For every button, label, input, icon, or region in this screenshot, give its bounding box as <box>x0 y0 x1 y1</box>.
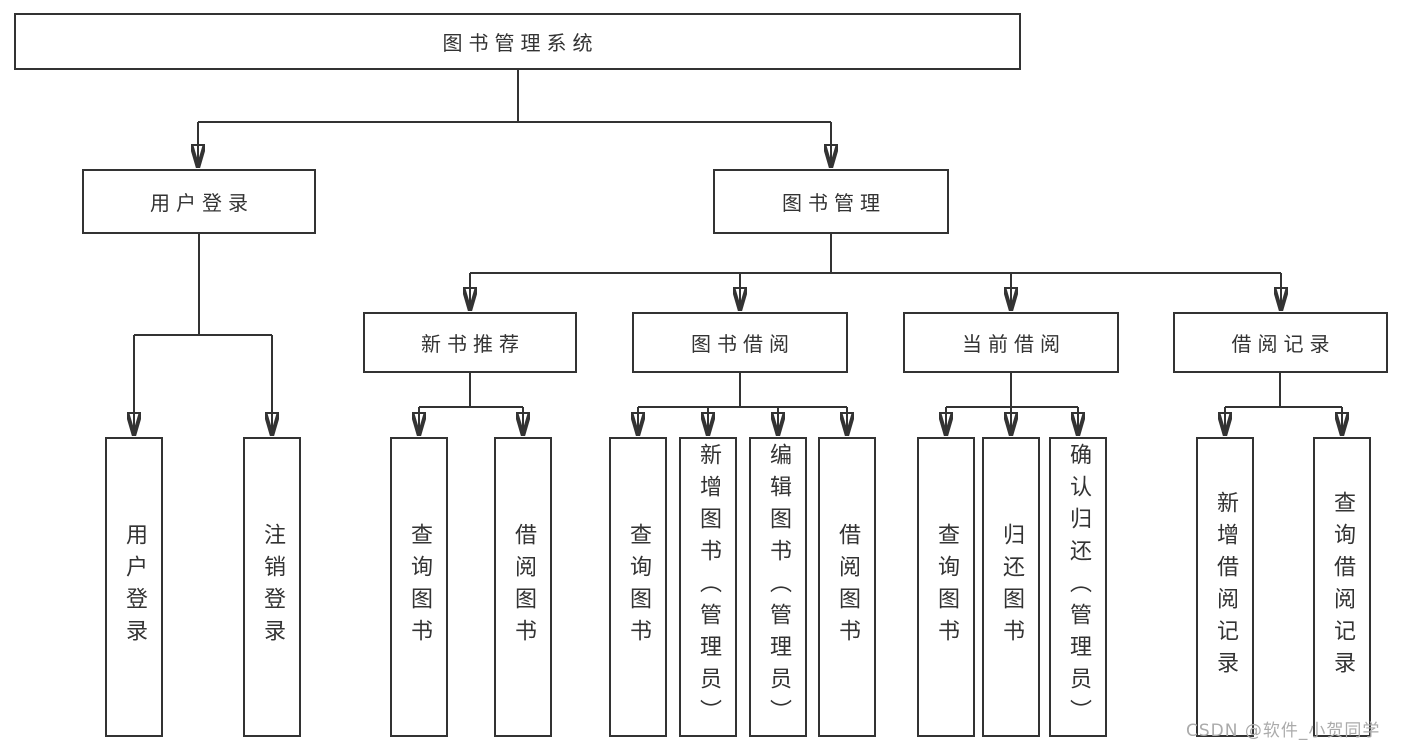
node-leaf-return-books: 归还图书 <box>982 437 1040 737</box>
node-label: 用户登录 <box>122 523 147 651</box>
node-leaf-query-books: 查询图书 <box>390 437 448 737</box>
node-label: 确认归还（管理员） <box>1066 443 1091 731</box>
csdn-watermark: CSDN @软件_小贺同学 <box>1186 721 1381 741</box>
node-label: 新增借阅记录 <box>1213 491 1238 683</box>
node-current-borrowing: 当前借阅 <box>903 312 1119 373</box>
node-label: 图书管理 <box>782 191 886 215</box>
node-leaf-user-login: 用户登录 <box>105 437 163 737</box>
node-leaf-query-books: 查询图书 <box>609 437 667 737</box>
node-book-management: 图书管理 <box>713 169 949 234</box>
node-leaf-confirm-return-admin: 确认归还（管理员） <box>1049 437 1107 737</box>
node-book-borrowing: 图书借阅 <box>632 312 848 373</box>
node-label: 归还图书 <box>999 523 1024 651</box>
node-leaf-query-books: 查询图书 <box>917 437 975 737</box>
node-label: 查询图书 <box>626 523 651 651</box>
node-library-management-system: 图书管理系统 <box>14 13 1021 70</box>
node-label: 图书借阅 <box>691 332 795 356</box>
node-label: 新增图书（管理员） <box>696 443 721 731</box>
node-label: 查询借阅记录 <box>1330 491 1355 683</box>
node-label: 借阅记录 <box>1231 332 1336 356</box>
node-label: 借阅图书 <box>511 523 536 651</box>
node-leaf-add-borrow-record: 新增借阅记录 <box>1196 437 1254 737</box>
node-leaf-borrow-books: 借阅图书 <box>818 437 876 737</box>
node-leaf-add-books-admin: 新增图书（管理员） <box>679 437 737 737</box>
node-leaf-edit-books-admin: 编辑图书（管理员） <box>749 437 807 737</box>
node-borrowing-records: 借阅记录 <box>1173 312 1388 373</box>
node-label: 编辑图书（管理员） <box>766 443 791 731</box>
node-label: 注销登录 <box>260 523 285 651</box>
node-leaf-query-borrow-record: 查询借阅记录 <box>1313 437 1371 737</box>
node-label: 用户登录 <box>150 191 254 215</box>
node-label: 当前借阅 <box>962 332 1066 356</box>
node-leaf-borrow-books: 借阅图书 <box>494 437 552 737</box>
node-label: 借阅图书 <box>835 523 860 651</box>
node-label: 新书推荐 <box>421 332 525 356</box>
node-label: 图书管理系统 <box>442 31 599 55</box>
node-label: 查询图书 <box>934 523 959 651</box>
node-new-book-recommendation: 新书推荐 <box>363 312 577 373</box>
node-label: 查询图书 <box>407 523 432 651</box>
node-user-login: 用户登录 <box>82 169 316 234</box>
node-leaf-logout: 注销登录 <box>243 437 301 737</box>
